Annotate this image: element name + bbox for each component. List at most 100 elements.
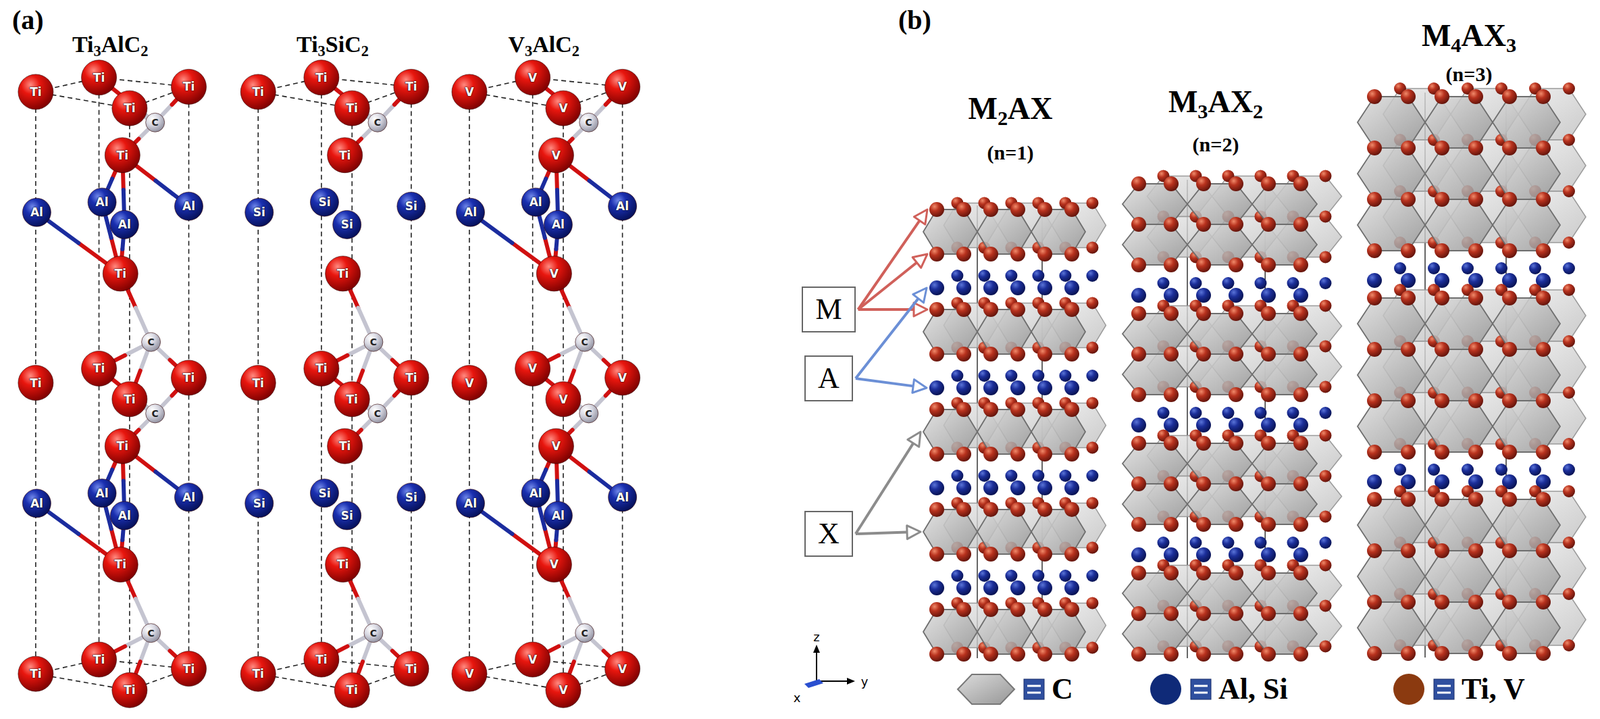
atom-label: Ti — [405, 370, 417, 385]
m-atom — [1163, 646, 1179, 662]
atom-label: Ti — [123, 101, 136, 115]
unit-cell — [451, 60, 641, 708]
a-atom — [977, 469, 991, 482]
m-atom — [956, 301, 972, 317]
atom-label: Ti — [346, 392, 358, 406]
m-atom — [1260, 216, 1276, 232]
leader-head — [912, 378, 927, 393]
m-atom — [1131, 386, 1147, 402]
atom-label: V — [549, 266, 559, 281]
atom-label: Ti — [252, 666, 265, 681]
octahedron — [1252, 183, 1318, 225]
atom-sphere — [240, 655, 276, 691]
m-atom — [1196, 305, 1211, 321]
octahedron — [977, 209, 1032, 254]
m-atom — [1196, 605, 1211, 621]
atom-label: V — [617, 370, 627, 385]
octahedron — [1357, 147, 1426, 200]
a-atom — [1010, 480, 1026, 496]
m-atom — [1400, 191, 1416, 207]
atom-label: Ti — [93, 361, 105, 375]
atom-label: Al — [30, 496, 44, 510]
m-atom — [1010, 546, 1026, 562]
m-atom — [1293, 646, 1309, 662]
m-atom — [1086, 296, 1099, 309]
atom-label: Ti — [123, 682, 136, 697]
atom-label: C — [370, 627, 377, 639]
octahedron — [923, 609, 978, 654]
a-atom — [1059, 469, 1072, 482]
m-atom — [1535, 594, 1551, 610]
axis-plane — [804, 678, 824, 688]
atom-sphere — [455, 488, 485, 518]
m-atom — [983, 501, 999, 517]
atom-label: Ti — [337, 557, 349, 571]
axis-head — [813, 644, 820, 653]
unit-cell — [18, 60, 207, 708]
atom-label: V — [558, 392, 568, 406]
octahedron — [1425, 499, 1493, 551]
atom-sphere — [545, 381, 581, 417]
m-atom — [1163, 476, 1179, 492]
m-atom — [983, 246, 999, 262]
a-atom — [1529, 463, 1542, 476]
m-atom — [956, 246, 972, 262]
m-atom — [1228, 386, 1244, 402]
m-atom — [1037, 301, 1053, 317]
octahedron — [1187, 224, 1253, 265]
atom-label: V — [464, 376, 474, 390]
leader-head — [912, 253, 928, 268]
icon-box — [1023, 678, 1045, 700]
m-atom — [929, 446, 945, 462]
m-atom — [1468, 543, 1484, 558]
m-atom — [1562, 638, 1576, 652]
a-atom — [983, 480, 999, 496]
panel-label: (b) — [898, 4, 932, 36]
m-atom — [1319, 639, 1332, 652]
leader-line — [858, 262, 918, 309]
leader-head — [913, 302, 928, 317]
m-atom — [1366, 594, 1382, 610]
m-atom — [1434, 243, 1450, 258]
atom-sphere — [521, 478, 550, 508]
polyhedral-stack — [1357, 82, 1586, 661]
m-atom — [1502, 89, 1517, 105]
label-box: M — [801, 286, 856, 333]
m-atom — [1535, 341, 1551, 357]
m-atom — [1131, 176, 1147, 192]
m-atom — [1037, 546, 1053, 562]
structure-title: M4AX3 — [1421, 17, 1517, 54]
a-atom — [1086, 469, 1099, 482]
octahedron — [1187, 183, 1253, 225]
m-atom — [956, 601, 972, 617]
m-atom — [956, 346, 972, 362]
atom-sphere — [515, 60, 551, 96]
atom-sphere — [393, 651, 429, 687]
m-atom — [1064, 301, 1080, 317]
leader-head — [907, 525, 921, 539]
a-atom — [1131, 547, 1147, 562]
atom-label: Ti — [183, 661, 195, 676]
m-atom — [1228, 176, 1244, 192]
polyhedral-stack — [923, 196, 1106, 662]
atom-sphere — [81, 60, 117, 96]
m-atom — [1196, 646, 1211, 662]
atom-sphere — [538, 428, 574, 464]
m-atom — [983, 601, 999, 617]
a-atom — [1010, 580, 1026, 596]
m-atom — [1228, 346, 1244, 362]
atom-sphere — [536, 255, 572, 292]
m-atom — [1535, 444, 1551, 460]
octahedron — [1357, 400, 1426, 452]
m-atom — [1010, 601, 1026, 617]
m-atom — [1400, 89, 1416, 105]
atom-label: Ti — [123, 392, 136, 406]
a-atom — [1221, 276, 1234, 290]
a-atom — [956, 280, 972, 296]
atom-label: Ti — [183, 79, 195, 94]
m-atom — [1468, 140, 1484, 156]
m-atom — [1228, 565, 1244, 581]
m-atom — [1293, 305, 1309, 321]
m-atom — [956, 401, 972, 417]
a-atom — [1495, 463, 1508, 476]
